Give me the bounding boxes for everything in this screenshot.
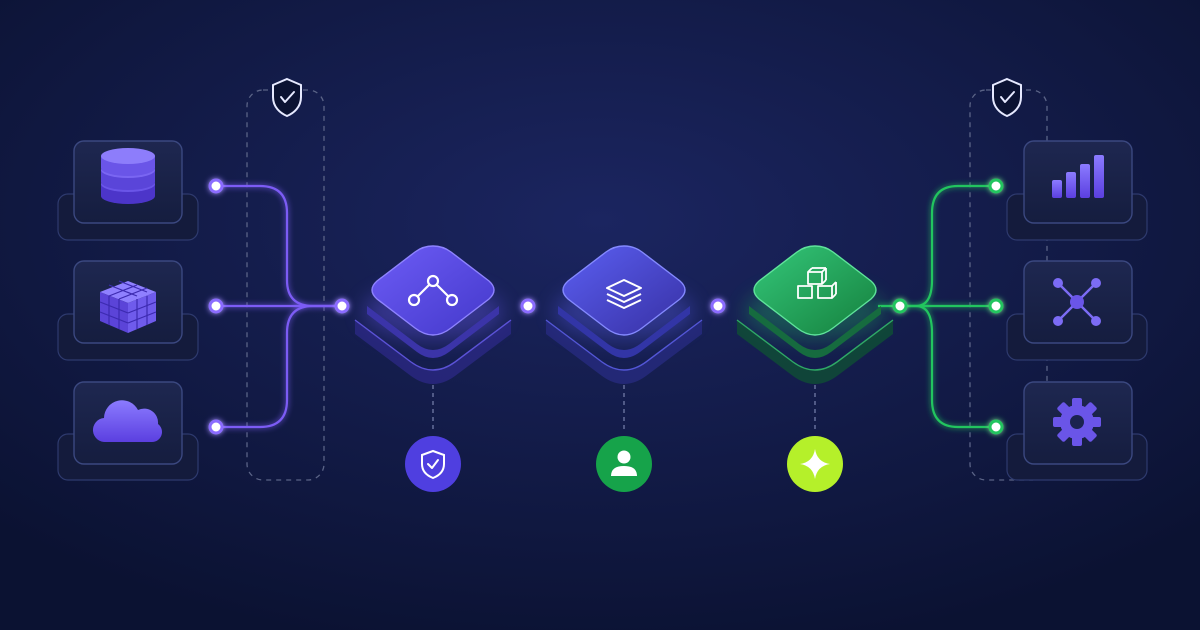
output-panel-network[interactable] [1006, 260, 1148, 361]
cubes-icon [99, 280, 157, 333]
port-dot [988, 419, 1004, 435]
user-icon [611, 450, 637, 476]
security-zone-egress [969, 77, 1048, 481]
connector-database [216, 184, 342, 308]
port-dots [208, 178, 1004, 435]
badge-security [405, 436, 461, 492]
source-panel-database[interactable] [57, 140, 199, 241]
source-panel-blocks[interactable] [57, 260, 199, 361]
port-dot [892, 298, 908, 314]
bar-chart-icon [1052, 155, 1104, 198]
badge-user [596, 436, 652, 492]
shield-check-icon [272, 77, 302, 118]
share-nodes-icon [407, 274, 459, 307]
shield-check-icon [421, 449, 445, 480]
connector-analytics [900, 184, 996, 308]
boxes-icon [797, 267, 837, 299]
port-dot [208, 298, 224, 314]
gear-icon [1053, 398, 1101, 446]
source-panel-cloud[interactable] [57, 381, 199, 481]
layers-icon [606, 279, 642, 309]
network-icon [1053, 278, 1101, 326]
database-icon [101, 148, 155, 204]
port-dot [208, 178, 224, 194]
port-dot [334, 298, 350, 314]
port-dot [208, 419, 224, 435]
source-connectors [216, 184, 342, 429]
connector-cloud [216, 304, 342, 429]
security-zone-ingress [246, 77, 325, 481]
pipeline-node-layers[interactable] [545, 245, 703, 384]
output-panel-analytics[interactable] [1006, 140, 1148, 241]
pipeline-node-assemble[interactable] [736, 245, 894, 384]
cloud-icon [92, 400, 162, 443]
output-panel-settings[interactable] [1006, 381, 1148, 481]
port-dot [520, 298, 536, 314]
output-connectors [878, 184, 996, 429]
port-dot [988, 178, 1004, 194]
pipeline-node-connect[interactable] [354, 245, 512, 384]
shield-check-icon [992, 77, 1022, 118]
sparkle-icon [800, 449, 830, 479]
connector-settings [900, 304, 996, 429]
port-dot [710, 298, 726, 314]
port-dot [988, 298, 1004, 314]
badge-sparkle [787, 436, 843, 492]
